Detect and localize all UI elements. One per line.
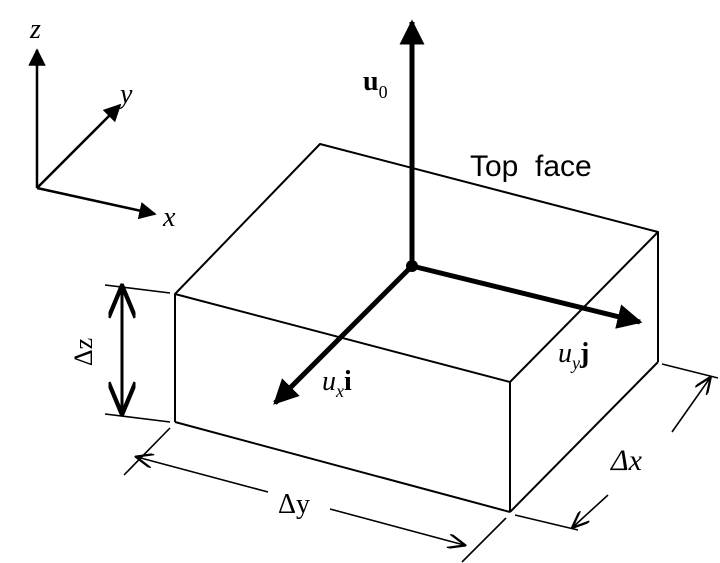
dx-dimension (514, 363, 719, 531)
uy-label: uyj (558, 338, 589, 373)
coordinate-axes (28, 48, 157, 220)
uy-vector (411, 263, 643, 329)
u0-subscript: 0 (379, 82, 388, 102)
dx-ext-bottom (514, 514, 579, 531)
dx-arrow-lower (573, 494, 609, 527)
dz-ext-bottom (104, 413, 171, 423)
x-axis-label: x (162, 202, 176, 233)
uy-unit-vector: j (579, 338, 589, 369)
dx-label: Δx (610, 444, 643, 477)
dx-arrow-upper (671, 378, 710, 433)
dy-ext-right (461, 517, 507, 563)
dy-ext-left (123, 427, 171, 476)
edge-bottom-right (509, 361, 659, 513)
dz-dimension (104, 284, 171, 423)
dz-ext-top (104, 284, 171, 294)
ux-vector (273, 264, 414, 405)
ux-label: uxi (322, 366, 352, 401)
dy-dimension (123, 427, 507, 563)
u0-label: u0 (363, 66, 388, 102)
dy-arrow-right (329, 508, 464, 545)
velocity-vectors (273, 19, 643, 405)
y-axis-label: y (117, 79, 133, 110)
dx-ext-top (661, 363, 719, 379)
dy-arrow-left (137, 457, 269, 493)
dz-label: Δz (69, 338, 98, 366)
y-axis (36, 103, 122, 189)
x-axis (36, 186, 157, 220)
dy-label: Δy (278, 489, 310, 520)
top-face-label: Top face (470, 150, 592, 183)
edge-bottom-front (174, 421, 511, 513)
uy-subscript: y (570, 353, 580, 373)
z-axis-label: z (29, 14, 41, 45)
ux-unit-vector: i (344, 366, 352, 397)
ux-subscript: x (335, 381, 344, 401)
control-volume-box (174, 143, 659, 513)
vector-origin-dot (406, 260, 418, 272)
